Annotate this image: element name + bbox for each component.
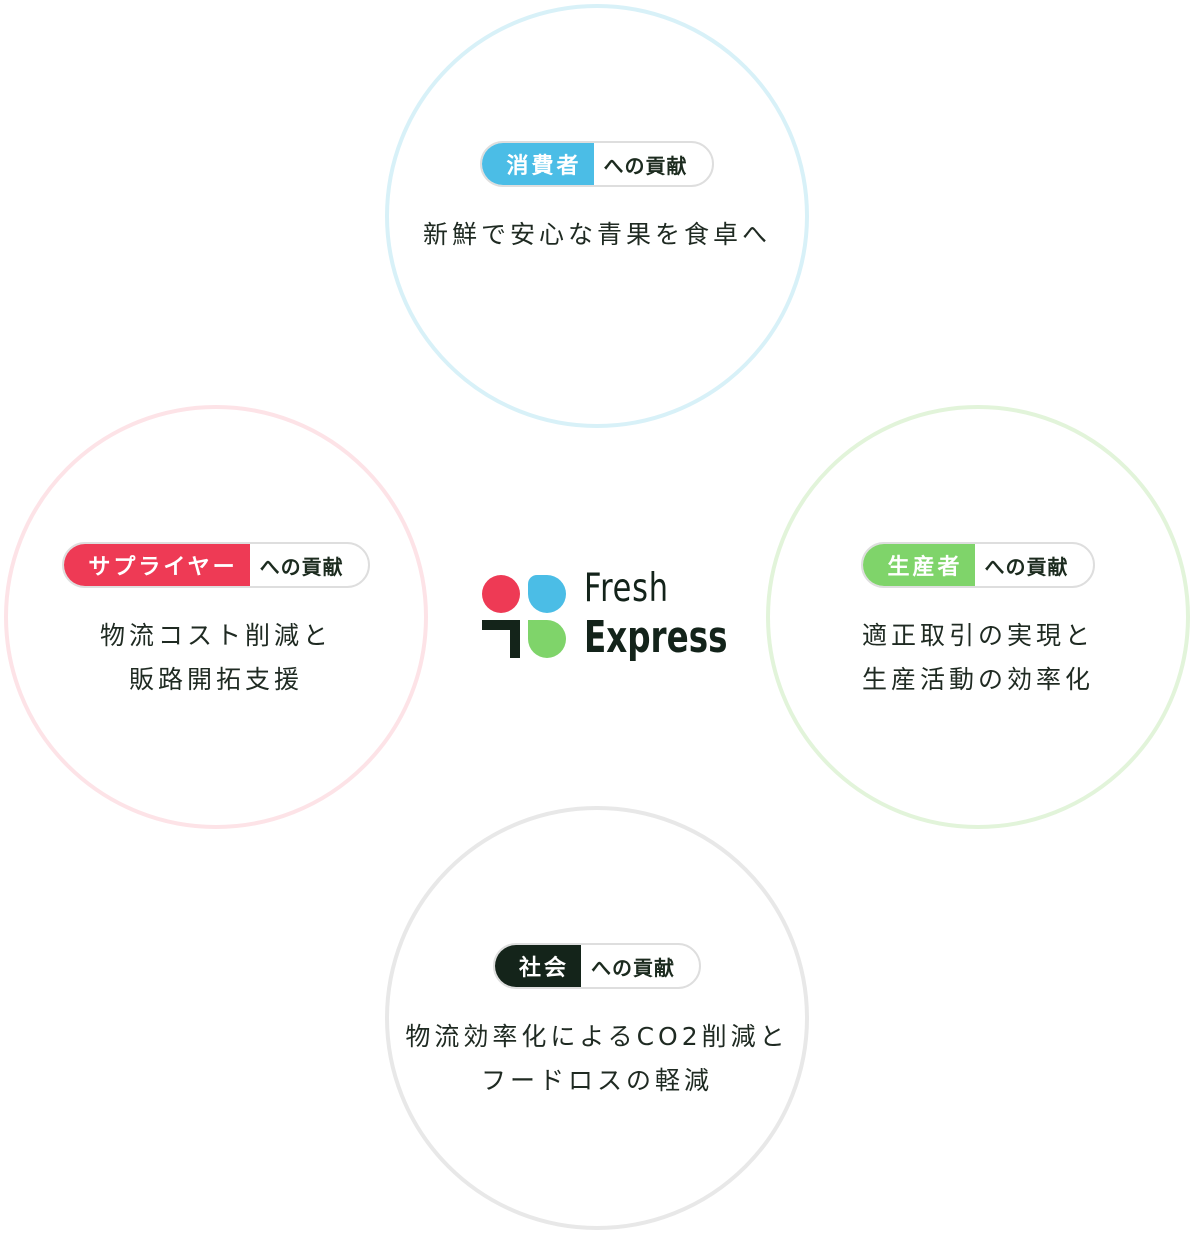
supplier-description: 物流コスト削減と 販路開拓支援 [99, 621, 332, 694]
logo-text-express: Express [584, 612, 728, 663]
producer-tag: 生産者 [863, 544, 975, 586]
supplier-tag: サプライヤー [64, 544, 250, 586]
society-tag: 社会 [494, 945, 581, 987]
consumer-tag-pill: 消費者 への貢献 [480, 141, 714, 187]
supplier-tag-suffix: への貢献 [259, 554, 344, 579]
supplier-circle: サプライヤー への貢献 物流コスト削減と 販路開拓支援 [4, 405, 428, 829]
producer-tag-suffix: への貢献 [984, 554, 1069, 579]
logo-mark-icon [482, 575, 566, 658]
producer-tag-pill: 生産者 への貢献 [861, 542, 1095, 588]
consumer-tag-suffix: への貢献 [603, 153, 688, 178]
supplier-tag-pill: サプライヤー への貢献 [62, 542, 370, 588]
producer-description: 適正取引の実現と 生産活動の効率化 [861, 621, 1094, 694]
consumer-circle: 消費者 への貢献 新鮮で安心な青果を食卓へ [385, 4, 809, 428]
fresh-express-logo: Fresh Express [480, 566, 730, 666]
consumer-description: 新鮮で安心な青果を食卓へ [422, 220, 771, 249]
producer-circle: 生産者 への貢献 適正取引の実現と 生産活動の効率化 [766, 405, 1190, 829]
consumer-tag: 消費者 [482, 143, 594, 185]
society-tag-suffix: への貢献 [591, 955, 675, 980]
society-tag-pill: 社会 への貢献 [492, 943, 701, 989]
society-circle: 社会 への貢献 物流効率化によるCO2削減と フードロスの軽減 [385, 806, 809, 1230]
logo-text-fresh: Fresh [584, 566, 669, 611]
society-description: 物流効率化によるCO2削減と フードロスの軽減 [405, 1022, 789, 1095]
